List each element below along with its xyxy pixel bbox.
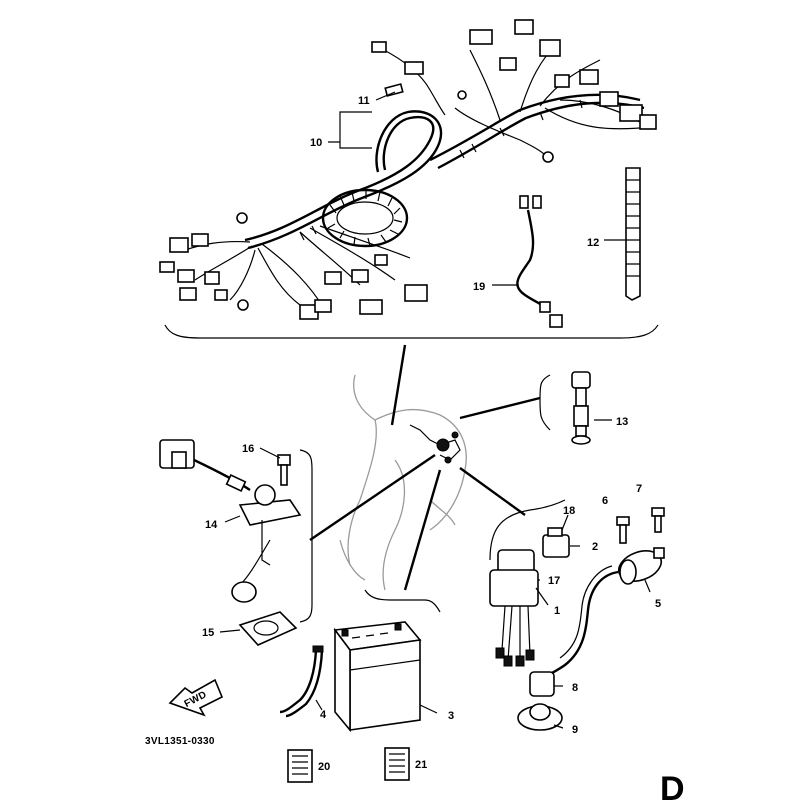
callout-17: 17 xyxy=(548,575,560,587)
battery xyxy=(333,621,422,733)
callout-20: 20 xyxy=(318,761,330,773)
switch-assembly xyxy=(571,371,591,445)
fwd-arrow-icon: FWD xyxy=(168,678,224,717)
callout-11: 11 xyxy=(358,95,370,107)
callout-1: 1 xyxy=(554,605,560,617)
callout-7: 7 xyxy=(636,483,642,495)
wire-harness xyxy=(159,19,659,339)
breather-hose xyxy=(279,645,324,718)
frame-outline xyxy=(339,374,467,591)
callout-9: 9 xyxy=(572,724,578,736)
callout-numbers: 11 10 12 19 13 16 14 15 18 2 17 1 6 7 5 … xyxy=(202,95,661,773)
callout-leaders xyxy=(219,91,651,729)
callout-21: 21 xyxy=(415,759,427,771)
callout-19: 19 xyxy=(473,281,485,293)
callout-13: 13 xyxy=(616,416,628,428)
callout-12: 12 xyxy=(587,237,599,249)
label-parts xyxy=(287,747,410,783)
callout-8: 8 xyxy=(572,682,578,694)
page-letter: D xyxy=(660,770,685,800)
leader-lines xyxy=(299,344,566,623)
diagram-code: 3VL1351-0330 xyxy=(145,736,215,747)
callout-18: 18 xyxy=(563,505,575,517)
callout-3: 3 xyxy=(448,710,454,722)
callout-15: 15 xyxy=(202,627,214,639)
callout-14: 14 xyxy=(205,519,218,531)
callout-5: 5 xyxy=(655,598,661,610)
horn-assembly xyxy=(517,507,665,731)
callout-16: 16 xyxy=(242,443,254,455)
fuel-sender xyxy=(159,439,302,646)
callout-6: 6 xyxy=(602,495,608,507)
callout-10: 10 xyxy=(310,137,322,149)
callout-4: 4 xyxy=(320,709,327,721)
relay-assembly xyxy=(489,527,570,667)
callout-2: 2 xyxy=(592,541,598,553)
